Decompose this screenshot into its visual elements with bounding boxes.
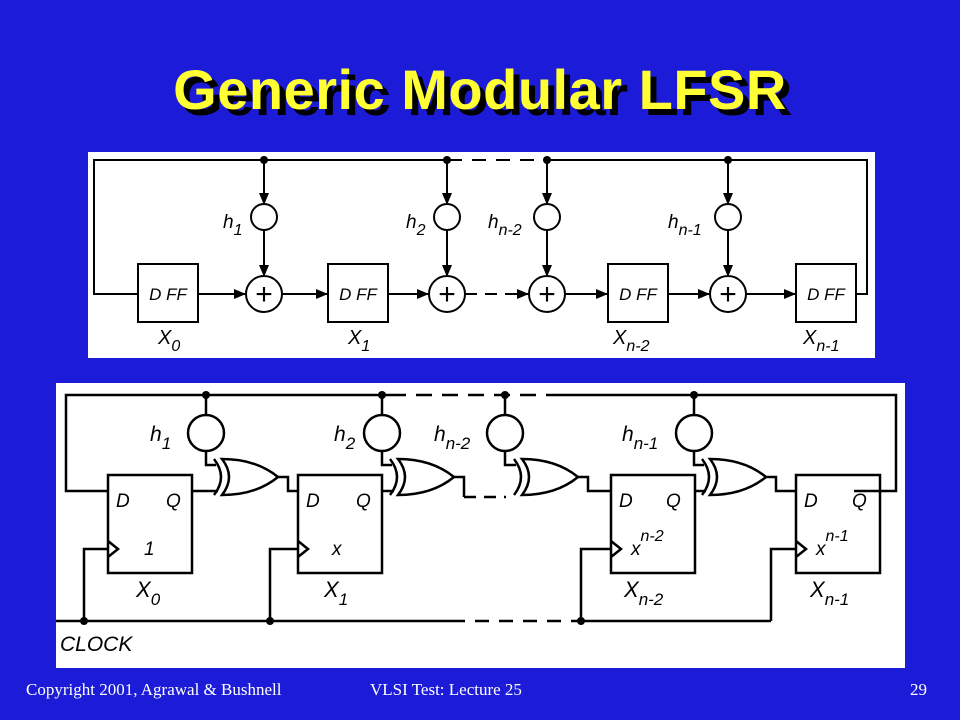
page-number: 29 bbox=[910, 680, 927, 699]
d-label-1: D bbox=[306, 491, 320, 512]
top-lfsr-svg: + + + + D FF D FF D FF D FF h1 h2 hn-2 h… bbox=[93, 156, 868, 355]
coef-label-n-2: hn-2 bbox=[488, 212, 522, 239]
q-label-n-2: Q bbox=[666, 491, 681, 512]
state-label-n-2: Xn-2 bbox=[612, 327, 650, 355]
q-label-0: Q bbox=[166, 491, 181, 512]
ff-box-bottom-n-2 bbox=[609, 473, 697, 575]
dff-label-n-1: D FF bbox=[807, 285, 846, 304]
coef-circle-bottom-2 bbox=[362, 413, 402, 453]
state-label-bottom-0: X0 bbox=[135, 577, 161, 609]
state-label-bottom-n-2: Xn-2 bbox=[623, 577, 664, 609]
coef-circle-bottom-n-1 bbox=[674, 413, 714, 453]
dff-label-1: D FF bbox=[339, 285, 378, 304]
coef-circle-bottom-n-2 bbox=[485, 413, 525, 453]
ff-content-0: 1 bbox=[144, 539, 155, 560]
ff-box-bottom-0 bbox=[106, 473, 194, 575]
coef-circle-bottom-1 bbox=[186, 413, 226, 453]
d-label-n-1: D bbox=[804, 491, 818, 512]
coef-label-bottom-n-2: hn-2 bbox=[434, 423, 471, 453]
q-label-1: Q bbox=[356, 491, 371, 512]
adder-symbol-2: + bbox=[438, 278, 456, 311]
d-label-n-2: D bbox=[619, 491, 633, 512]
dff-label-n-2: D FF bbox=[619, 285, 658, 304]
coefficient-circle-2 bbox=[433, 203, 461, 231]
dff-box-n-1 bbox=[795, 263, 857, 323]
state-label-n-1: Xn-1 bbox=[802, 327, 839, 355]
q-label-n-1: Q bbox=[852, 491, 867, 512]
clock-label: CLOCK bbox=[60, 633, 133, 656]
slide-title: Generic Modular LFSR bbox=[173, 58, 787, 121]
state-label-bottom-n-1: Xn-1 bbox=[809, 577, 849, 609]
coef-label-bottom-n-1: hn-1 bbox=[622, 423, 658, 453]
state-label-0: X0 bbox=[157, 327, 180, 355]
ff-content-n-2: xn-2 bbox=[630, 528, 664, 560]
footer-copyright: Copyright 2001, Agrawal & Bushnell bbox=[26, 680, 282, 699]
coefficient-circle-n-2 bbox=[533, 203, 561, 231]
coef-label-bottom-2: h2 bbox=[334, 423, 356, 453]
state-label-bottom-1: X1 bbox=[323, 577, 348, 609]
adder-symbol-1: + bbox=[255, 278, 273, 311]
dff-label-0: D FF bbox=[149, 285, 188, 304]
coef-label-bottom-1: h1 bbox=[150, 423, 171, 453]
feedback-wire bbox=[93, 159, 868, 295]
coef-label-2: h2 bbox=[406, 212, 426, 239]
state-label-1: X1 bbox=[347, 327, 370, 355]
ff-box-bottom-n-1 bbox=[794, 473, 882, 575]
bottom-lfsr-svg: D Q D Q D Q D Q 1 x xn-2 xn-1 h1 h2 hn-2… bbox=[56, 391, 898, 656]
coef-label-n-1: hn-1 bbox=[668, 212, 702, 239]
adder-symbol-n-2: + bbox=[538, 278, 556, 311]
coefficient-circle-n-1 bbox=[714, 203, 742, 231]
coefficient-circle-1 bbox=[250, 203, 278, 231]
footer-lecture: VLSI Test: Lecture 25 bbox=[370, 680, 522, 699]
d-label-0: D bbox=[116, 491, 130, 512]
bottom-lfsr-diagram: D Q D Q D Q D Q 1 x xn-2 xn-1 h1 h2 hn-2… bbox=[56, 383, 905, 668]
adder-symbol-n-1: + bbox=[719, 278, 737, 311]
coef-label-1: h1 bbox=[223, 212, 242, 239]
ff-content-n-1: xn-1 bbox=[815, 528, 849, 560]
ff-box-bottom-1 bbox=[296, 473, 384, 575]
ff-content-1: x bbox=[331, 539, 343, 560]
top-lfsr-diagram: + + + + D FF D FF D FF D FF h1 h2 hn-2 h… bbox=[88, 152, 875, 358]
